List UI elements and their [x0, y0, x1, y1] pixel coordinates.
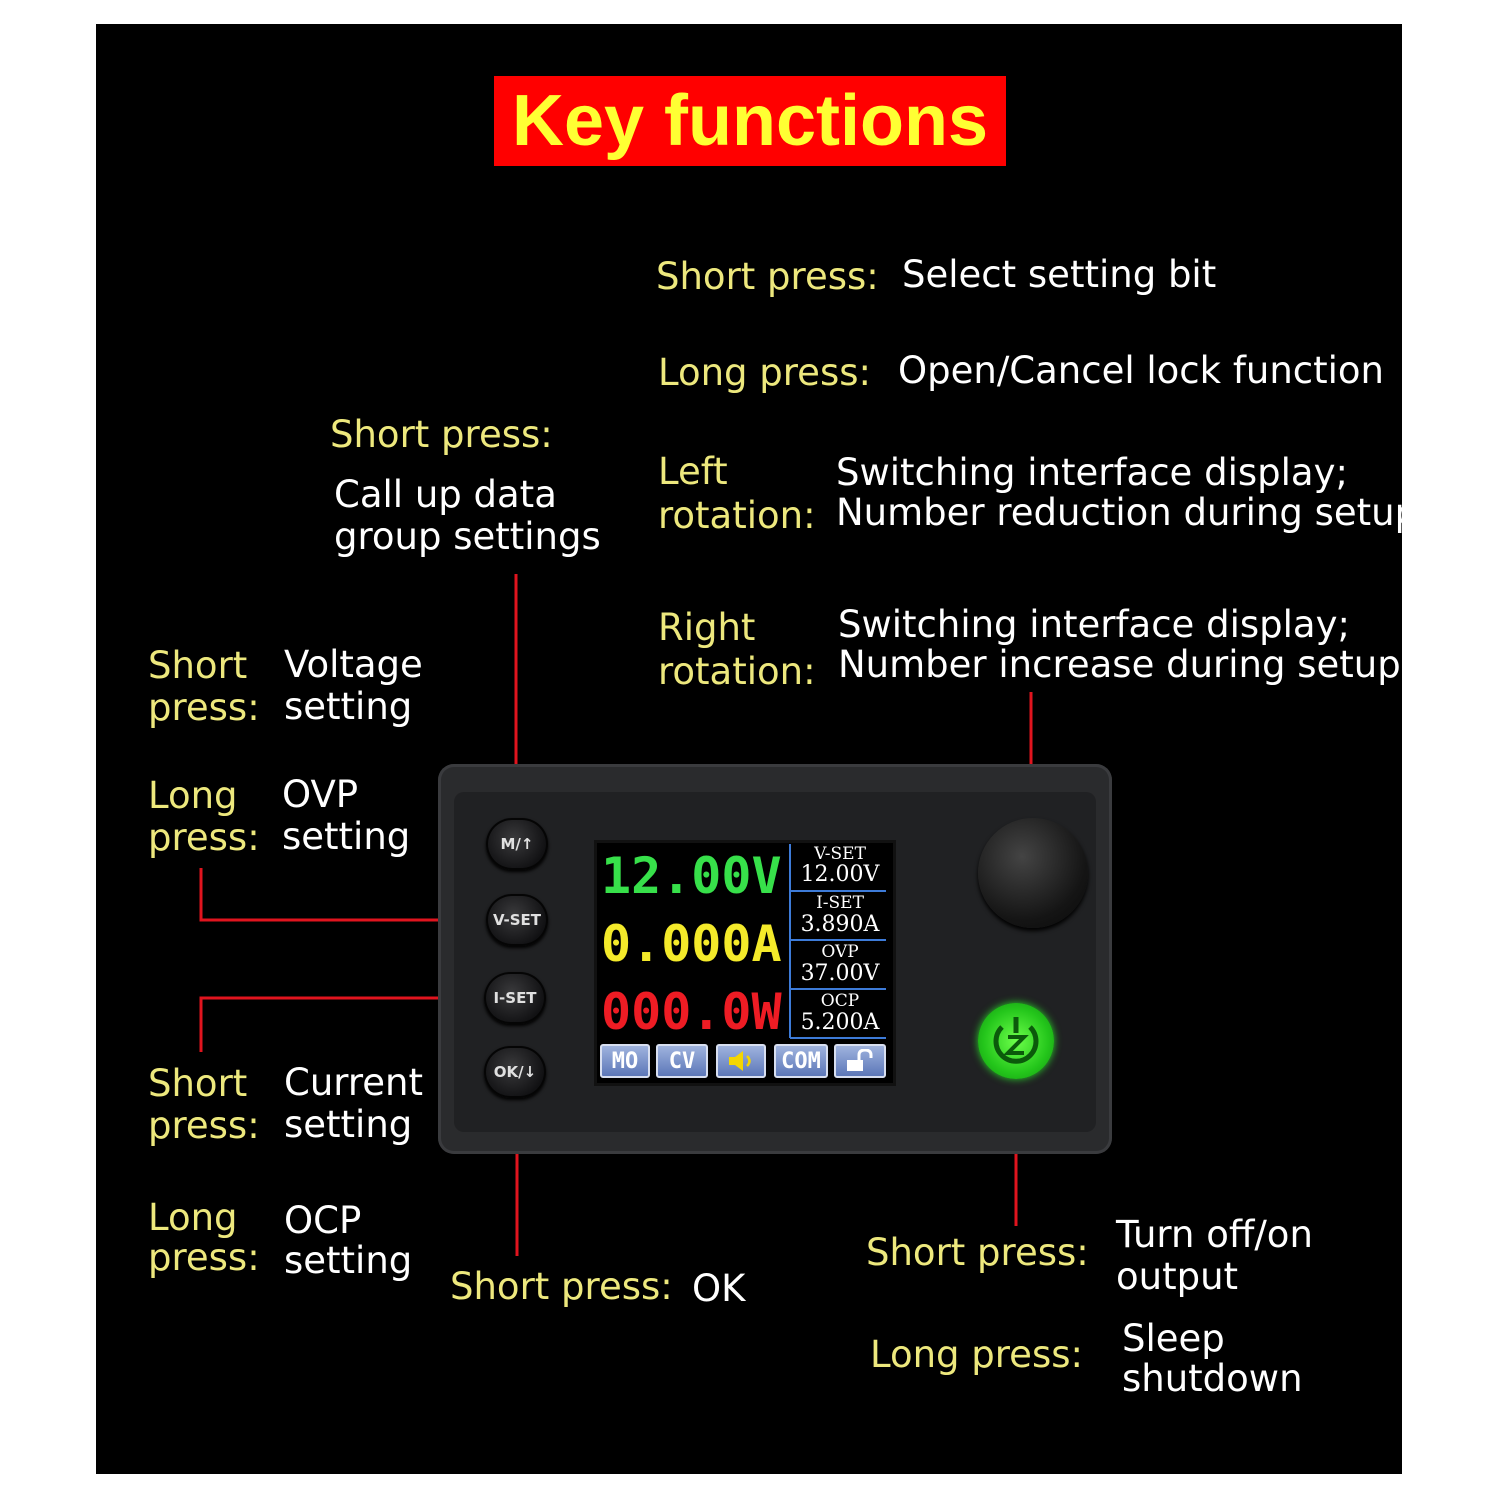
side-vset-label: V-SET	[814, 844, 866, 864]
side-ovp-value: 37.00V	[800, 961, 880, 986]
vset-short-desc-2: setting	[284, 685, 413, 728]
knob-long-press-desc: Open/Cancel lock function	[898, 349, 1384, 392]
vset-long-label-2: press:	[148, 816, 260, 859]
rotary-knob[interactable]	[978, 818, 1088, 928]
unlock-icon	[834, 1044, 886, 1078]
vset-short-label-1: Short	[148, 644, 248, 687]
side-ocp-value: 5.200A	[800, 1010, 880, 1035]
power-short-desc-1: Turn off/on	[1116, 1213, 1313, 1256]
page-title: Key functions	[511, 81, 989, 161]
left-rotation-desc-1: Switching interface display;	[836, 451, 1348, 494]
line-iset	[199, 996, 476, 1052]
mt-key-button[interactable]: M/↑	[486, 818, 548, 870]
ok-key-button[interactable]: OK/↓	[484, 1046, 546, 1098]
line-vset	[199, 868, 476, 922]
power-z-icon	[993, 1017, 1039, 1064]
vset-short-desc-1: Voltage	[284, 643, 423, 686]
vset-key-button[interactable]: V-SET	[486, 894, 548, 946]
side-iset-label: I-SET	[816, 893, 864, 913]
power-button[interactable]	[978, 1003, 1054, 1079]
power-short-desc-2: output	[1116, 1255, 1239, 1298]
power-long-press-label: Long press:	[870, 1333, 1083, 1376]
vset-long-desc-1: OVP	[282, 773, 359, 816]
side-iset-value: 3.890A	[800, 912, 880, 937]
iset-long-desc-2: setting	[284, 1239, 413, 1282]
status-cv: CV	[656, 1044, 708, 1078]
power-long-desc-2: shutdown	[1122, 1357, 1303, 1400]
left-rotation-desc-2: Number reduction during setup	[836, 491, 1419, 534]
vset-long-desc-2: setting	[282, 815, 411, 858]
iset-short-label-2: press:	[148, 1104, 260, 1147]
right-rotation-label-1: Right	[658, 606, 756, 649]
power-readout: 000.0W	[601, 983, 782, 1041]
status-mo: MO	[600, 1044, 650, 1078]
right-rotation-label-2: rotation:	[658, 650, 816, 693]
iset-short-desc-2: setting	[284, 1103, 413, 1146]
vset-short-label-2: press:	[148, 686, 260, 729]
side-ovp-label: OVP	[821, 942, 859, 962]
power-long-desc-1: Sleep	[1122, 1317, 1225, 1360]
knob-short-press-desc: Select setting bit	[902, 253, 1217, 296]
mt-desc-1: Call up data	[334, 473, 557, 516]
knob-short-press-label: Short press:	[656, 255, 879, 298]
side-ocp-label: OCP	[820, 991, 860, 1011]
left-rotation-label-2: rotation:	[658, 494, 816, 537]
voltage-readout: 12.00V	[601, 847, 782, 905]
iset-short-desc-1: Current	[284, 1061, 423, 1104]
power-short-press-label: Short press:	[866, 1231, 1089, 1274]
left-rotation-label-1: Left	[658, 450, 728, 493]
iset-key-button[interactable]: I-SET	[484, 972, 546, 1024]
ok-short-press-desc: OK	[692, 1267, 746, 1310]
iset-long-label-2: press:	[148, 1236, 260, 1279]
iset-long-label-1: Long	[148, 1196, 238, 1239]
vset-long-label-1: Long	[148, 774, 238, 817]
speaker-icon-glyph	[729, 1051, 751, 1071]
right-rotation-desc-2: Number increase during setup	[838, 643, 1401, 686]
title-banner: Key functions	[494, 76, 1006, 166]
ok-short-press-label: Short press:	[450, 1265, 673, 1308]
status-com: COM	[774, 1044, 828, 1078]
mt-desc-2: group settings	[334, 515, 601, 558]
diagram-panel	[96, 24, 1402, 1474]
iset-long-desc-1: OCP	[284, 1199, 362, 1242]
side-vset-value: 12.00V	[800, 862, 880, 887]
current-readout: 0.000A	[601, 915, 782, 973]
right-rotation-desc-1: Switching interface display;	[838, 603, 1350, 646]
knob-long-press-label: Long press:	[658, 351, 871, 394]
mt-short-press-label: Short press:	[330, 413, 553, 456]
speaker-icon	[716, 1044, 766, 1078]
unlock-icon-glyph	[847, 1049, 873, 1071]
iset-short-label-1: Short	[148, 1062, 248, 1105]
